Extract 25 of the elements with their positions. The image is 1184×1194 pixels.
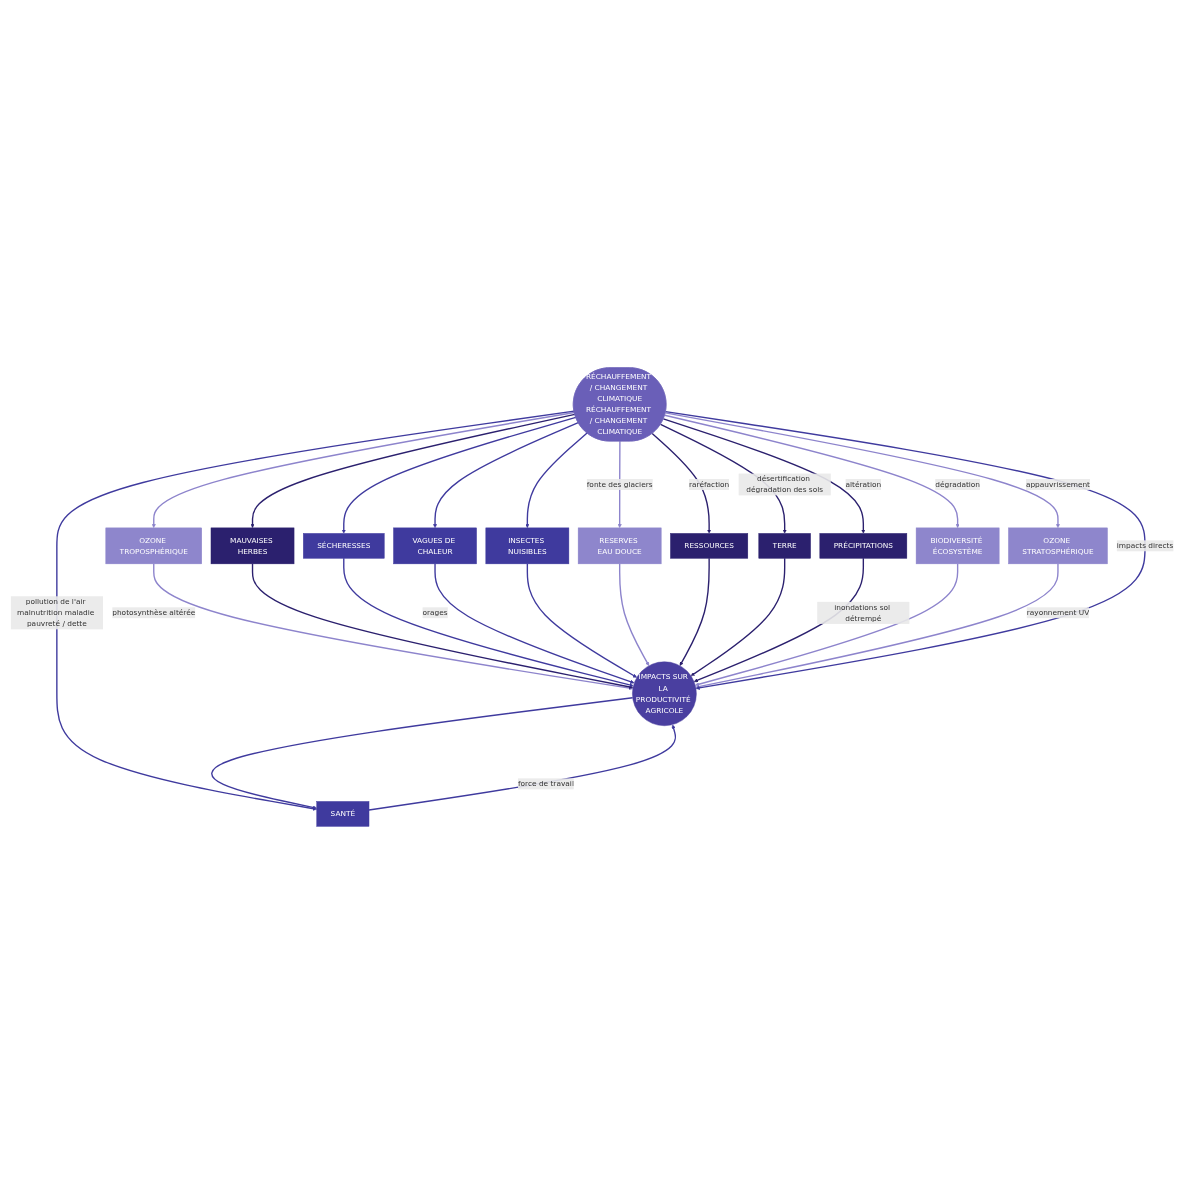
arrow bbox=[695, 563, 1059, 689]
arrow bbox=[368, 724, 677, 811]
arrow bbox=[525, 432, 588, 528]
arrow bbox=[679, 557, 710, 666]
arrow bbox=[211, 697, 634, 810]
arrow bbox=[664, 414, 960, 528]
arrow bbox=[153, 563, 633, 691]
arrow bbox=[433, 421, 579, 528]
arrow bbox=[651, 432, 712, 534]
arrow bbox=[151, 411, 576, 528]
arrow bbox=[690, 557, 786, 676]
arrow bbox=[341, 416, 577, 534]
arrow bbox=[662, 418, 866, 534]
arrow bbox=[56, 410, 575, 811]
arrow bbox=[526, 563, 637, 678]
arrow bbox=[618, 563, 650, 666]
arrow bbox=[343, 557, 634, 687]
arrow bbox=[251, 563, 634, 689]
arrow bbox=[250, 413, 576, 528]
arrow bbox=[664, 410, 1146, 690]
arrow bbox=[434, 563, 635, 684]
arrow bbox=[695, 563, 959, 687]
arrow bbox=[659, 423, 787, 534]
arrow bbox=[664, 412, 1060, 528]
arrow bbox=[617, 440, 622, 528]
